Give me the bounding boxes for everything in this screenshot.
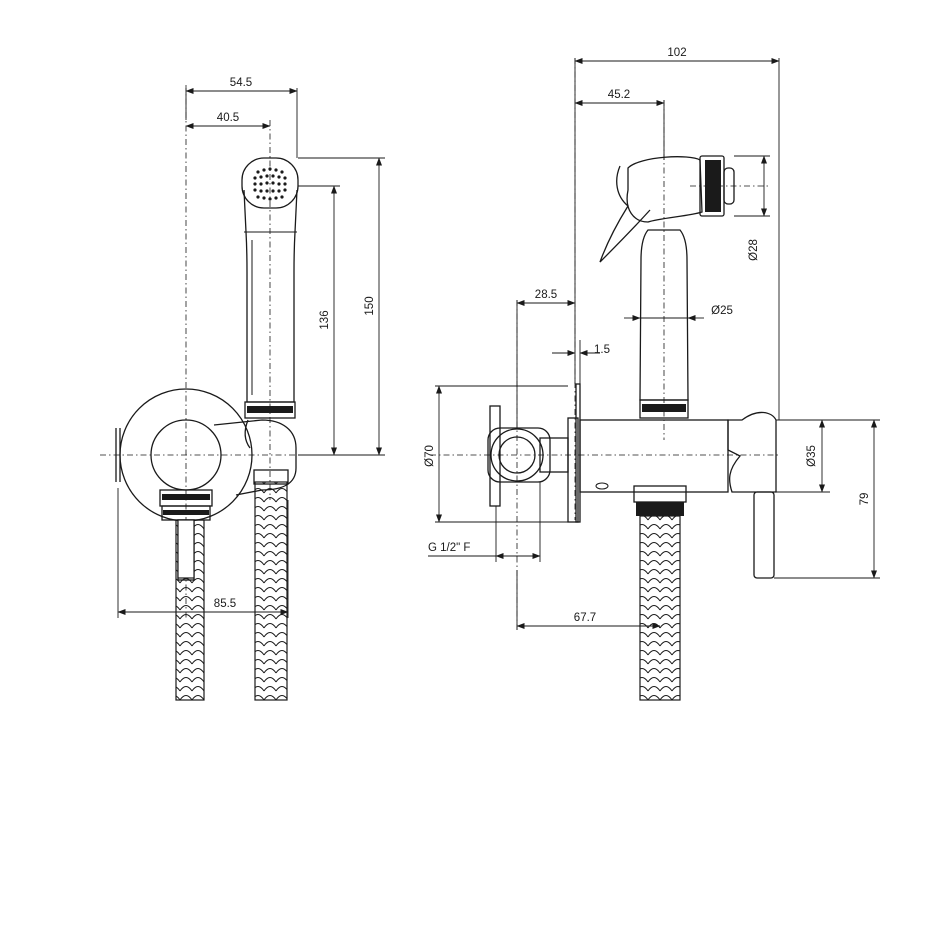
front-supply-stem <box>177 519 195 579</box>
front-handle-nut <box>244 401 296 419</box>
front-spray-hose <box>254 481 288 701</box>
side-label-67-7: 67.7 <box>574 612 596 624</box>
front-view: 54.5 40.5 136 150 85.5 <box>100 77 385 701</box>
side-hose-nut <box>633 485 687 503</box>
front-label-40-5: 40.5 <box>217 112 239 124</box>
side-cartridge-flange <box>489 405 501 507</box>
side-thread-inner <box>498 436 536 474</box>
front-spray-head <box>241 157 299 209</box>
side-thread-circle <box>490 428 544 482</box>
side-label-45-2: 45.2 <box>608 89 630 101</box>
front-handle-nut-thread <box>247 406 293 413</box>
side-cartridge-neck <box>539 437 569 473</box>
side-cartridge-nut <box>487 427 551 483</box>
front-nozzle-holes <box>253 167 287 201</box>
side-label-70: Ø70 <box>424 445 436 467</box>
side-label-79: 79 <box>859 493 871 506</box>
side-hose <box>639 515 681 701</box>
side-nozzle-tip <box>723 167 735 205</box>
side-label-28: Ø28 <box>748 239 760 261</box>
side-label-102: 102 <box>667 47 686 59</box>
side-handle-grip <box>639 229 689 401</box>
front-label-85-5: 85.5 <box>214 598 236 610</box>
side-spray-head <box>626 156 703 223</box>
side-label-1-5: 1.5 <box>594 344 610 356</box>
front-connector-curve <box>244 419 251 449</box>
front-label-136: 136 <box>319 310 331 329</box>
side-lever-housing <box>727 411 777 493</box>
side-hose-ferrule <box>636 502 684 516</box>
side-label-35: Ø35 <box>806 445 818 467</box>
side-label-28-5: 28.5 <box>535 289 557 301</box>
front-label-54-5: 54.5 <box>230 77 252 89</box>
front-supply-fitting-thread <box>163 510 209 515</box>
side-trigger <box>599 165 651 263</box>
side-body-hole <box>595 482 609 490</box>
side-lever-arm <box>753 491 775 579</box>
side-handle-nut <box>639 399 689 419</box>
side-view: 102 45.2 28.5 1.5 Ø28 Ø25 Ø70 Ø35 79 G 1… <box>424 47 880 701</box>
front-label-150: 150 <box>364 296 376 315</box>
side-nozzle-knurl <box>705 160 721 212</box>
side-label-25: Ø25 <box>711 305 733 317</box>
side-valve-body <box>579 419 729 493</box>
side-label-thread: G 1/2" F <box>428 542 470 554</box>
side-handle-nut-thread <box>642 404 686 412</box>
front-supply-nut-thread <box>162 494 210 500</box>
